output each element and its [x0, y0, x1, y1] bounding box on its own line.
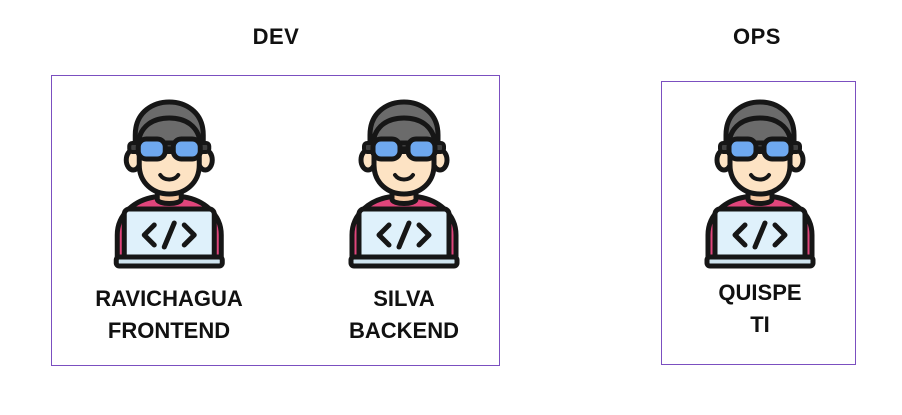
person-card-silva: SILVA BACKEND: [337, 97, 471, 347]
person-role: FRONTEND: [107, 318, 231, 343]
developer-avatar-icon: [337, 97, 471, 269]
person-name: QUISPE: [718, 280, 802, 305]
person-card-quispe: QUISPE TI: [693, 97, 827, 341]
person-name: RAVICHAGUA: [95, 286, 243, 311]
developer-avatar-icon: [693, 97, 827, 269]
person-role: TI: [750, 312, 770, 337]
group-title-ops: OPS: [733, 24, 781, 49]
person-role: BACKEND: [349, 318, 459, 343]
person-name: SILVA: [373, 286, 435, 311]
group-title-dev: DEV: [252, 24, 300, 49]
developer-avatar-icon: [102, 97, 236, 269]
person-card-ravichagua: RAVICHAGUA FRONTEND: [95, 97, 243, 347]
